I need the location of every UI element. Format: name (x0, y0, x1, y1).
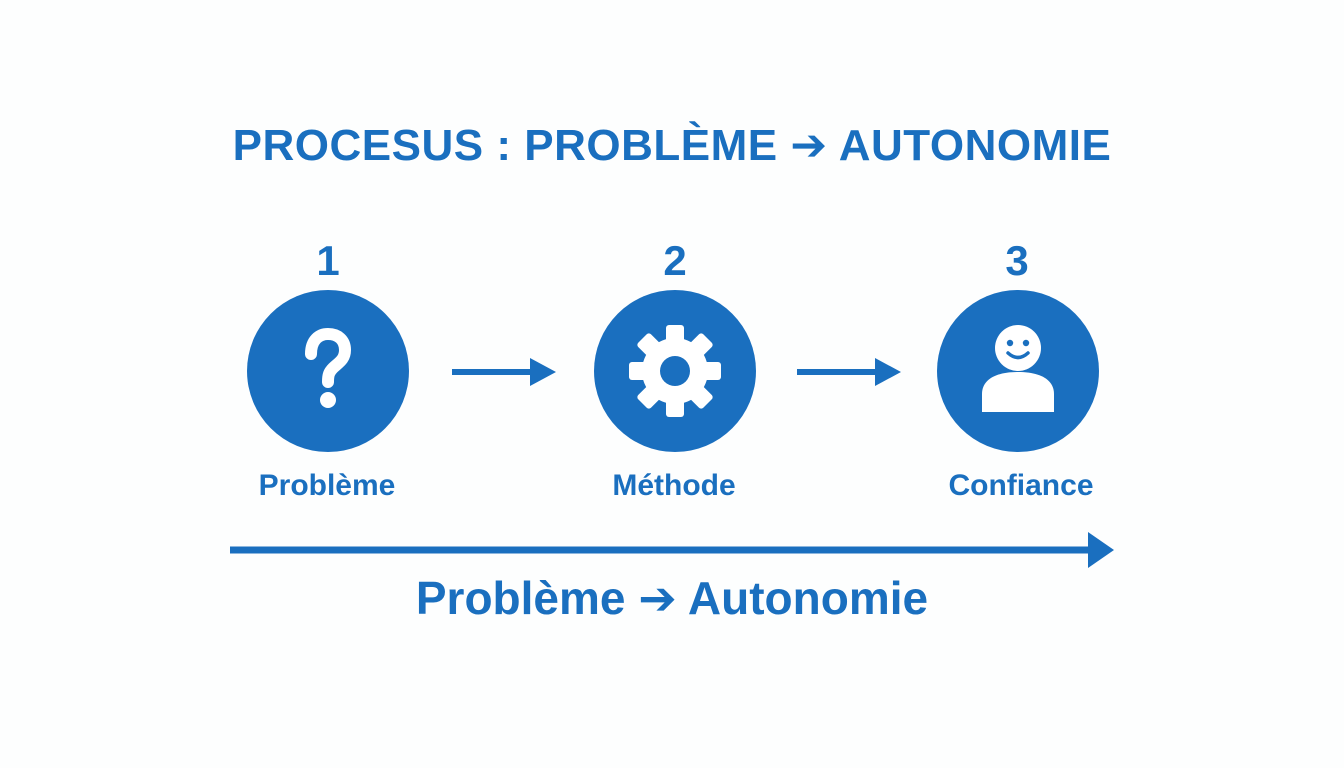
step-1-label: Problème (258, 469, 396, 502)
step-3-circle (937, 290, 1099, 452)
gear-icon (629, 325, 721, 417)
arrow-right-icon (452, 358, 556, 386)
step-3-number: 3 (1005, 237, 1029, 284)
step-2-number: 2 (663, 237, 687, 284)
step-1-number: 1 (316, 237, 340, 284)
smiling-person-icon (982, 325, 1054, 412)
arrow-right-icon (797, 358, 901, 386)
timeline-label: Problème ➔ Autonomie (415, 572, 929, 624)
step-2-circle (594, 290, 756, 452)
step-2-label: Méthode (612, 469, 736, 502)
diagram-title: PROCESUS : PROBLÈME ➔ AUTONOMIE (232, 121, 1112, 170)
timeline-arrow (230, 532, 1114, 568)
question-mark-icon (305, 327, 352, 408)
step-1-circle (247, 290, 409, 452)
step-3-label: Confiance (948, 469, 1094, 502)
